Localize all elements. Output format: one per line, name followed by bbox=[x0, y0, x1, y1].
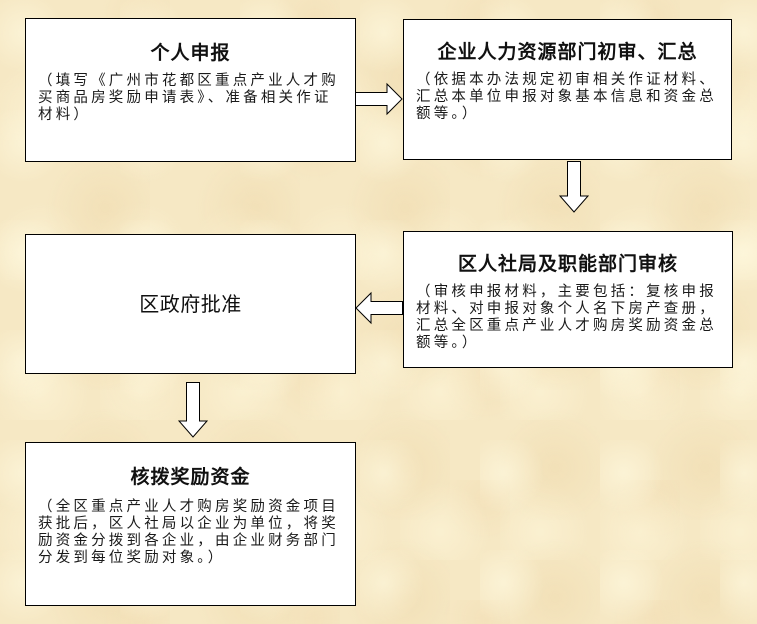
step-title: 核拨奖励资金 bbox=[130, 466, 251, 488]
step-box-hr-bureau-review: 区人社局及职能部门审核 （审核申报材料，主要包括：复核申报材料、对申报对象个人名… bbox=[403, 231, 733, 368]
step-box-personal-application: 个人申报 （填写《广州市花都区重点产业人才购买商品房奖励申请表》、准备相关作证材… bbox=[25, 18, 356, 162]
step-description: （审核申报材料，主要包括：复核申报材料、对申报对象个人名下房产查册，汇总全区重点… bbox=[416, 284, 717, 351]
arrow-left-icon bbox=[355, 291, 403, 325]
arrow-down-icon bbox=[558, 161, 590, 213]
arrow-right-icon bbox=[355, 82, 403, 116]
step-title: 区人社局及职能部门审核 bbox=[457, 253, 678, 275]
arrow-down-icon bbox=[177, 382, 209, 438]
step-title: 企业人力资源部门初审、汇总 bbox=[437, 41, 698, 63]
step-description: （全区重点产业人才购房奖励资金项目获批后，区人社局以企业为单位，将奖励资金分拨到… bbox=[38, 499, 339, 566]
step-title: 区政府批准 bbox=[139, 292, 242, 316]
step-description: （依据本办法规定初审相关作证材料、汇总本单位申报对象基本信息和资金总额等。） bbox=[416, 72, 717, 122]
step-box-enterprise-review: 企业人力资源部门初审、汇总 （依据本办法规定初审相关作证材料、汇总本单位申报对象… bbox=[403, 19, 732, 160]
step-description: （填写《广州市花都区重点产业人才购买商品房奖励申请表》、准备相关作证材料） bbox=[38, 73, 339, 123]
step-box-fund-allocation: 核拨奖励资金 （全区重点产业人才购房奖励资金项目获批后，区人社局以企业为单位，将… bbox=[25, 442, 356, 606]
step-box-government-approval: 区政府批准 bbox=[25, 234, 356, 374]
step-title: 个人申报 bbox=[150, 42, 231, 64]
